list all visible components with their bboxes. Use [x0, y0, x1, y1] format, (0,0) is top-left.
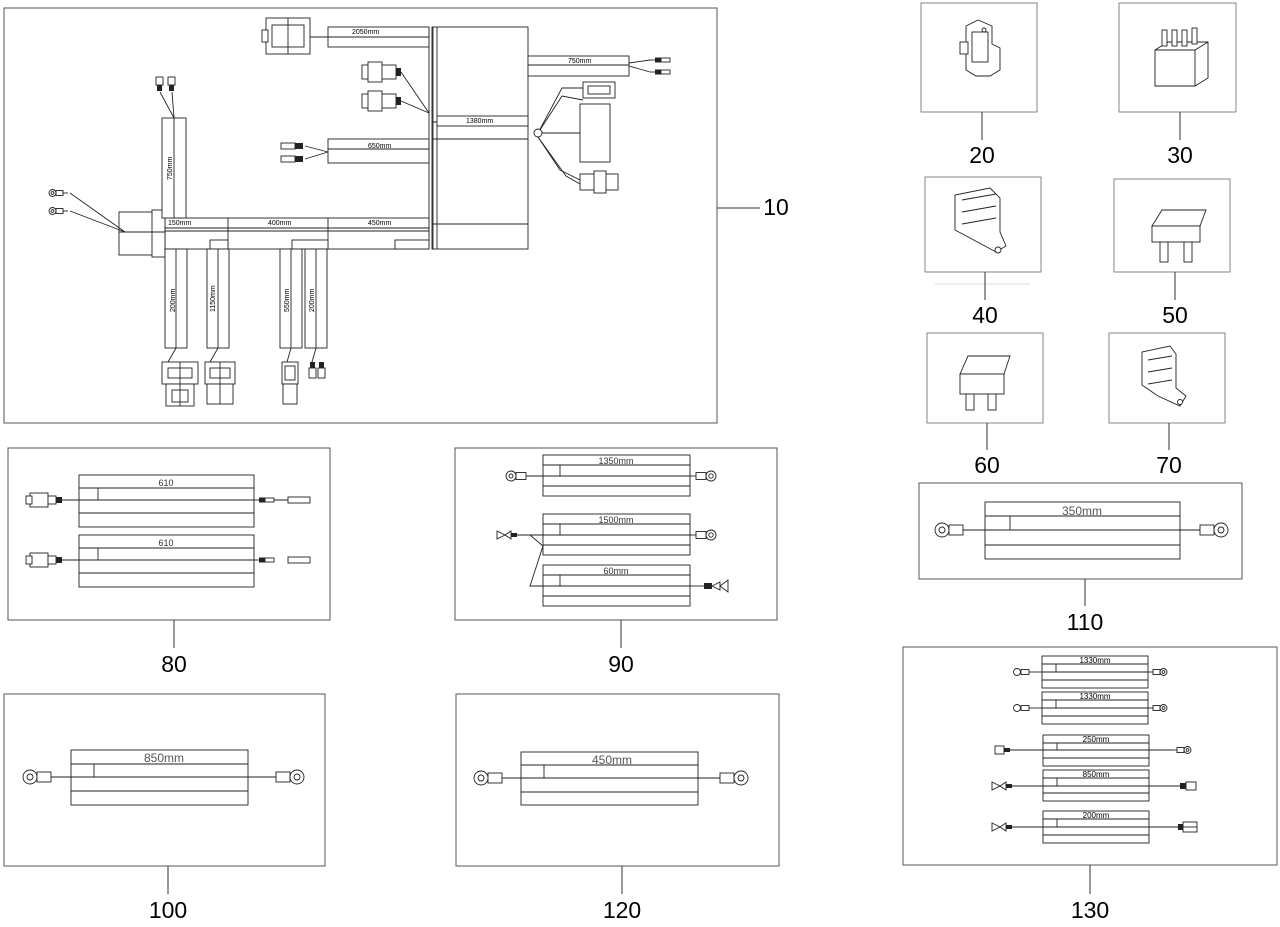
connector-icon: [25, 492, 79, 568]
ring-terminal-icon: [698, 770, 749, 786]
fuse-icon: [1151, 209, 1207, 263]
dim-650: 650mm: [368, 143, 392, 150]
connector-icon: [281, 361, 299, 405]
fuse-holder-icon: [1141, 345, 1187, 407]
part-110: 350mm 110: [918, 482, 1243, 635]
callout-50: 50: [1162, 302, 1188, 328]
len-130-1: 1330mm: [1079, 656, 1110, 665]
spade-terminal-icon: [994, 745, 1043, 755]
len-120: 450mm: [592, 753, 632, 767]
ring-terminal-icon: [1180, 522, 1229, 538]
callout-90: 90: [608, 651, 634, 677]
spade-terminal-icon: [1149, 821, 1198, 833]
dim-550: 550mm: [284, 288, 291, 312]
connector-icon: [582, 81, 616, 99]
part-20: 20: [920, 2, 1038, 168]
connector-icon: [261, 17, 311, 55]
callout-20: 20: [969, 142, 995, 168]
dim-400: 400mm: [268, 220, 292, 227]
part-90: 1350mm 1500mm 60mm: [454, 447, 778, 677]
spade-terminal-icon: [280, 142, 303, 163]
part-130: 1330mm 1330mm 250mm: [902, 646, 1278, 923]
len-90-3: 60mm: [603, 566, 628, 576]
ring-terminal-icon: [1013, 704, 1042, 712]
callout-80: 80: [161, 651, 187, 677]
dim-2050: 2050mm: [352, 29, 379, 36]
len-110: 350mm: [1062, 504, 1102, 518]
callout-100: 100: [149, 897, 187, 923]
connector-icon: [204, 361, 236, 405]
ring-terminal-icon: [1013, 668, 1042, 676]
spade-terminal-icon: [308, 362, 326, 379]
callout-10: 10: [763, 194, 789, 220]
spade-terminal-icon: [690, 579, 729, 593]
callout-40: 40: [972, 302, 998, 328]
part-70: 70: [1108, 332, 1226, 478]
dim-1380: 1380mm: [466, 118, 493, 125]
len-100: 850mm: [144, 751, 184, 765]
len-80-bottom: 610: [158, 538, 173, 548]
connector-icon: [161, 361, 199, 407]
ring-terminal-icon: [934, 522, 985, 538]
fuse-icon: [959, 355, 1011, 411]
fuse-holder-icon: [954, 187, 1007, 254]
spade-terminal-icon: [991, 781, 1043, 791]
callout-70: 70: [1156, 452, 1182, 478]
connector-icon: [579, 170, 619, 194]
dim-150: 150mm: [168, 220, 192, 227]
part-100: 850mm 100: [3, 693, 326, 923]
callout-110: 110: [1067, 609, 1104, 635]
ring-terminal-icon: [248, 769, 305, 785]
dim-200-left: 200mm: [170, 288, 177, 312]
len-80-top: 610: [158, 478, 173, 488]
callout-60: 60: [974, 452, 1000, 478]
spade-terminal-icon: [991, 822, 1043, 832]
len-130-2: 1330mm: [1079, 692, 1110, 701]
ring-terminal-icon: [505, 470, 543, 482]
dim-200-right: 200mm: [309, 288, 316, 312]
dim-450: 450mm: [368, 220, 392, 227]
spade-terminal-icon: [496, 530, 544, 587]
len-130-4: 850mm: [1083, 770, 1110, 779]
part-60: 60: [926, 332, 1044, 478]
part-40: 40: [924, 176, 1042, 328]
spade-terminal-icon: [155, 76, 176, 91]
relay-icon: [1154, 27, 1209, 87]
callout-130: 130: [1071, 897, 1109, 923]
spade-terminal-icon: [1149, 781, 1197, 791]
dim-750-right: 750mm: [568, 58, 592, 65]
len-130-5: 200mm: [1083, 811, 1110, 820]
part-80: 610 610 80: [7, 447, 331, 677]
fuse-holder-icon: [959, 19, 1001, 77]
connector-icon: [361, 61, 401, 112]
ring-terminal-icon: [473, 770, 521, 786]
callout-120: 120: [603, 897, 641, 923]
len-90-2: 1500mm: [598, 515, 633, 525]
panel-main-harness: 2050mm 1380mm 750mm: [3, 7, 789, 424]
ring-terminal-icon: [22, 769, 71, 785]
part-50: 50: [1113, 178, 1231, 328]
callout-30: 30: [1167, 142, 1193, 168]
len-130-3: 250mm: [1083, 735, 1110, 744]
part-30: 30: [1118, 2, 1237, 168]
len-90-1: 1350mm: [598, 456, 633, 466]
dim-1150: 1150mm: [210, 285, 217, 312]
dim-750-vertical: 750mm: [167, 156, 174, 180]
part-120: 450mm 120: [455, 693, 780, 923]
